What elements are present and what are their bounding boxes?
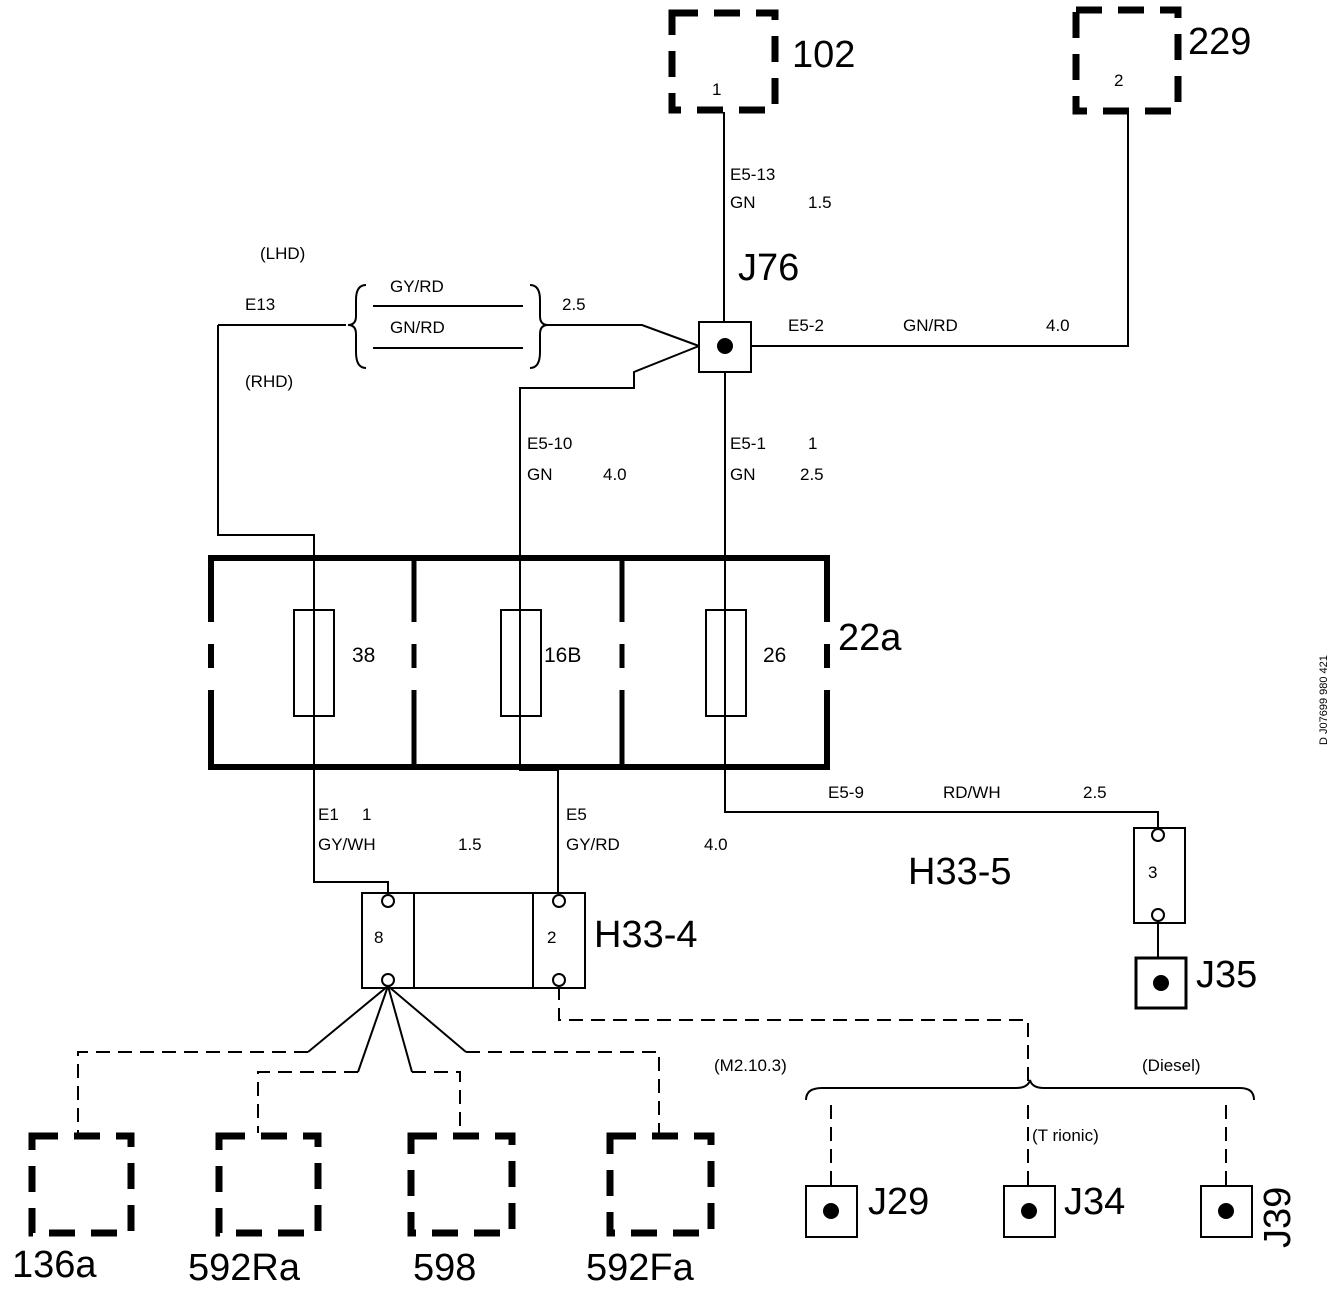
component-229: 2 229 bbox=[1072, 6, 1251, 115]
component-592fa-label: 592Fa bbox=[586, 1247, 695, 1289]
wire-e13-code: E13 bbox=[245, 295, 275, 314]
component-136a-label: 136a bbox=[12, 1244, 97, 1286]
wire-e5-13-code: E5-13 bbox=[730, 165, 775, 184]
wire-e5-1: E5-1 1 GN 2.5 bbox=[724, 372, 824, 610]
fusebox-label: 22a bbox=[838, 617, 902, 659]
splice-j34-label: J34 bbox=[1064, 1181, 1125, 1223]
wire-e13-size: 2.5 bbox=[562, 295, 586, 314]
h33-5-pin: 3 bbox=[1148, 863, 1157, 882]
wire-e5-9-size: 2.5 bbox=[1083, 783, 1107, 802]
wire-e1-color: GY/WH bbox=[318, 835, 376, 854]
wire-e5-10-code: E5-10 bbox=[527, 434, 572, 453]
wire-e5-1-num: 1 bbox=[808, 434, 817, 453]
splice-j39: J39 bbox=[1200, 1185, 1299, 1248]
connector-h33-5: H33-5 3 bbox=[908, 827, 1186, 958]
wire-e5-9-code: E5-9 bbox=[828, 783, 864, 802]
wire-e5-13-color: GN bbox=[730, 193, 756, 212]
wire-e1-size: 1.5 bbox=[458, 835, 482, 854]
wire-e5-10-size: 4.0 bbox=[603, 465, 627, 484]
splice-j76-label: J76 bbox=[738, 247, 799, 289]
splice-j35: J35 bbox=[1134, 954, 1257, 1010]
component-102: 1 102 bbox=[668, 9, 855, 114]
reference-code: D J07699 980 421 bbox=[1318, 655, 1330, 745]
wire-e5-code: E5 bbox=[566, 805, 587, 824]
variant-branch: (M2.10.3) (Diesel) (T rionic) bbox=[558, 986, 1255, 1188]
splice-j29: J29 bbox=[805, 1181, 929, 1238]
h33-4-pin-8: 8 bbox=[374, 928, 383, 947]
connector-h33-4: 8 2 H33-4 bbox=[361, 892, 698, 989]
wire-e5-2-size: 4.0 bbox=[1046, 316, 1070, 335]
wire-e5-13-size: 1.5 bbox=[808, 193, 832, 212]
wire-e5-color: GY/RD bbox=[566, 835, 620, 854]
fusebox-22a: 38 16B 26 22a bbox=[204, 555, 902, 770]
wire-e5-9: E5-9 RD/WH 2.5 bbox=[724, 716, 1159, 830]
component-592ra-label: 592Ra bbox=[188, 1247, 301, 1289]
wire-e5-9-color: RD/WH bbox=[943, 783, 1001, 802]
component-102-pin: 1 bbox=[712, 80, 721, 99]
wire-e5: E5 GY/RD 4.0 bbox=[566, 805, 728, 854]
wire-e1: E1 1 GY/WH 1.5 bbox=[313, 716, 482, 895]
wire-e13-rhd: (RHD) bbox=[245, 372, 293, 391]
wire-e13-lhd: (LHD) bbox=[260, 244, 305, 263]
component-592ra: 592Ra bbox=[188, 1132, 322, 1289]
wire-e5-10: E5-10 GN 4.0 bbox=[519, 345, 700, 895]
wire-e13: (LHD) E13 (RHD) GY/RD GN/RD 2.5 bbox=[217, 244, 700, 610]
wire-e5-10-color: GN bbox=[527, 465, 553, 484]
wire-e5-2-code: E5-2 bbox=[788, 316, 824, 335]
splice-j39-label: J39 bbox=[1257, 1187, 1299, 1248]
wire-e13-color-b: GN/RD bbox=[390, 318, 445, 337]
component-598-label: 598 bbox=[413, 1247, 476, 1289]
variant-m2103: (M2.10.3) bbox=[714, 1056, 787, 1075]
splice-j29-label: J29 bbox=[868, 1181, 929, 1223]
h33-5-label: H33-5 bbox=[908, 851, 1012, 893]
wire-e13-color-a: GY/RD bbox=[390, 277, 444, 296]
wire-e5-size: 4.0 bbox=[704, 835, 728, 854]
variant-trionic: (T rionic) bbox=[1032, 1126, 1099, 1145]
fuse-16b-label: 16B bbox=[544, 644, 581, 667]
variant-diesel: (Diesel) bbox=[1142, 1056, 1201, 1075]
splice-j76: J76 bbox=[698, 247, 799, 373]
component-229-pin: 2 bbox=[1114, 71, 1123, 90]
h33-4-label: H33-4 bbox=[594, 914, 698, 956]
wire-e5-1-color: GN bbox=[730, 465, 756, 484]
wire-e5-2: E5-2 GN/RD 4.0 bbox=[751, 112, 1129, 347]
fanout-pin-8 bbox=[77, 985, 660, 1133]
splice-j34: J34 bbox=[1003, 1181, 1125, 1238]
component-592fa: 592Fa bbox=[586, 1132, 715, 1289]
wire-e1-code: E1 bbox=[318, 805, 339, 824]
wire-e5-1-code: E5-1 bbox=[730, 434, 766, 453]
wire-e5-1-size: 2.5 bbox=[800, 465, 824, 484]
component-598: 598 bbox=[407, 1132, 516, 1289]
component-229-label: 229 bbox=[1188, 21, 1251, 63]
fuse-26-label: 26 bbox=[763, 644, 786, 667]
h33-4-pin-2: 2 bbox=[547, 928, 556, 947]
component-136a: 136a bbox=[12, 1132, 135, 1286]
component-102-label: 102 bbox=[792, 34, 855, 76]
wire-e5-13: E5-13 GN 1.5 bbox=[723, 112, 832, 322]
fuse-38-label: 38 bbox=[352, 644, 375, 667]
wire-e5-2-color: GN/RD bbox=[903, 316, 958, 335]
splice-j35-label: J35 bbox=[1196, 954, 1257, 996]
wire-e1-num: 1 bbox=[362, 805, 371, 824]
